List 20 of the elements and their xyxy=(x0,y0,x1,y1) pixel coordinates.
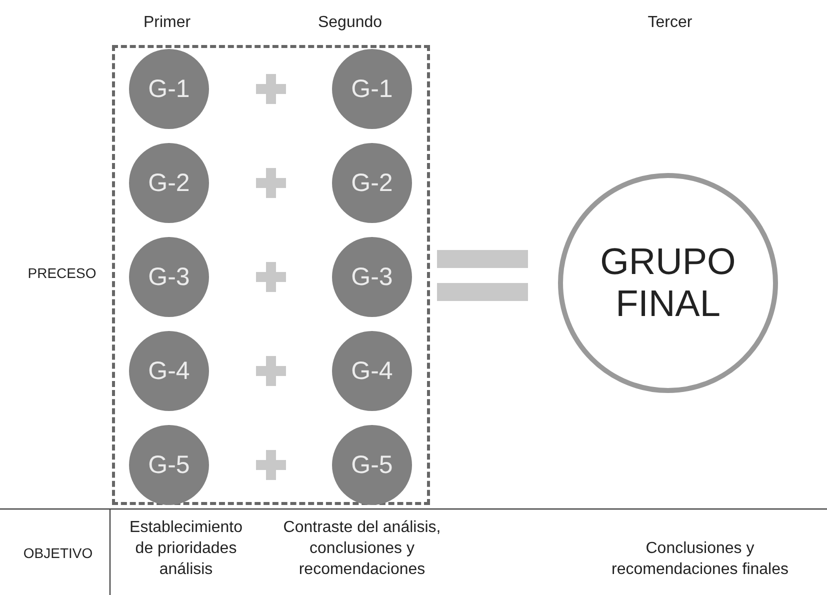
circle-node: G-1 xyxy=(332,49,412,129)
dashed-frame xyxy=(112,45,430,505)
circle-node: G-5 xyxy=(129,425,209,505)
circle-node: G-2 xyxy=(129,143,209,223)
row-header: PRECESO xyxy=(26,264,98,283)
circle-node: G-1 xyxy=(129,49,209,129)
circle-node: G-3 xyxy=(332,237,412,317)
circle-node: G-4 xyxy=(332,331,412,411)
circle-node: G-3 xyxy=(129,237,209,317)
circle-node: GRUPO FINAL xyxy=(558,173,778,393)
circle-node: G-4 xyxy=(129,331,209,411)
objective-text: Establecimiento de prioridades análisis xyxy=(128,518,244,580)
objective-text: Contraste del análisis, conclusiones y recomendaciones xyxy=(282,518,442,580)
circle-node: G-5 xyxy=(332,425,412,505)
circle-node: G-2 xyxy=(332,143,412,223)
column-header: Primer xyxy=(142,13,192,33)
row-header: OBJETIVO xyxy=(22,544,94,563)
objective-text: Conclusiones y recomendaciones finales xyxy=(610,539,790,580)
column-header: Segundo xyxy=(316,13,384,33)
column-header: Tercer xyxy=(646,13,694,33)
